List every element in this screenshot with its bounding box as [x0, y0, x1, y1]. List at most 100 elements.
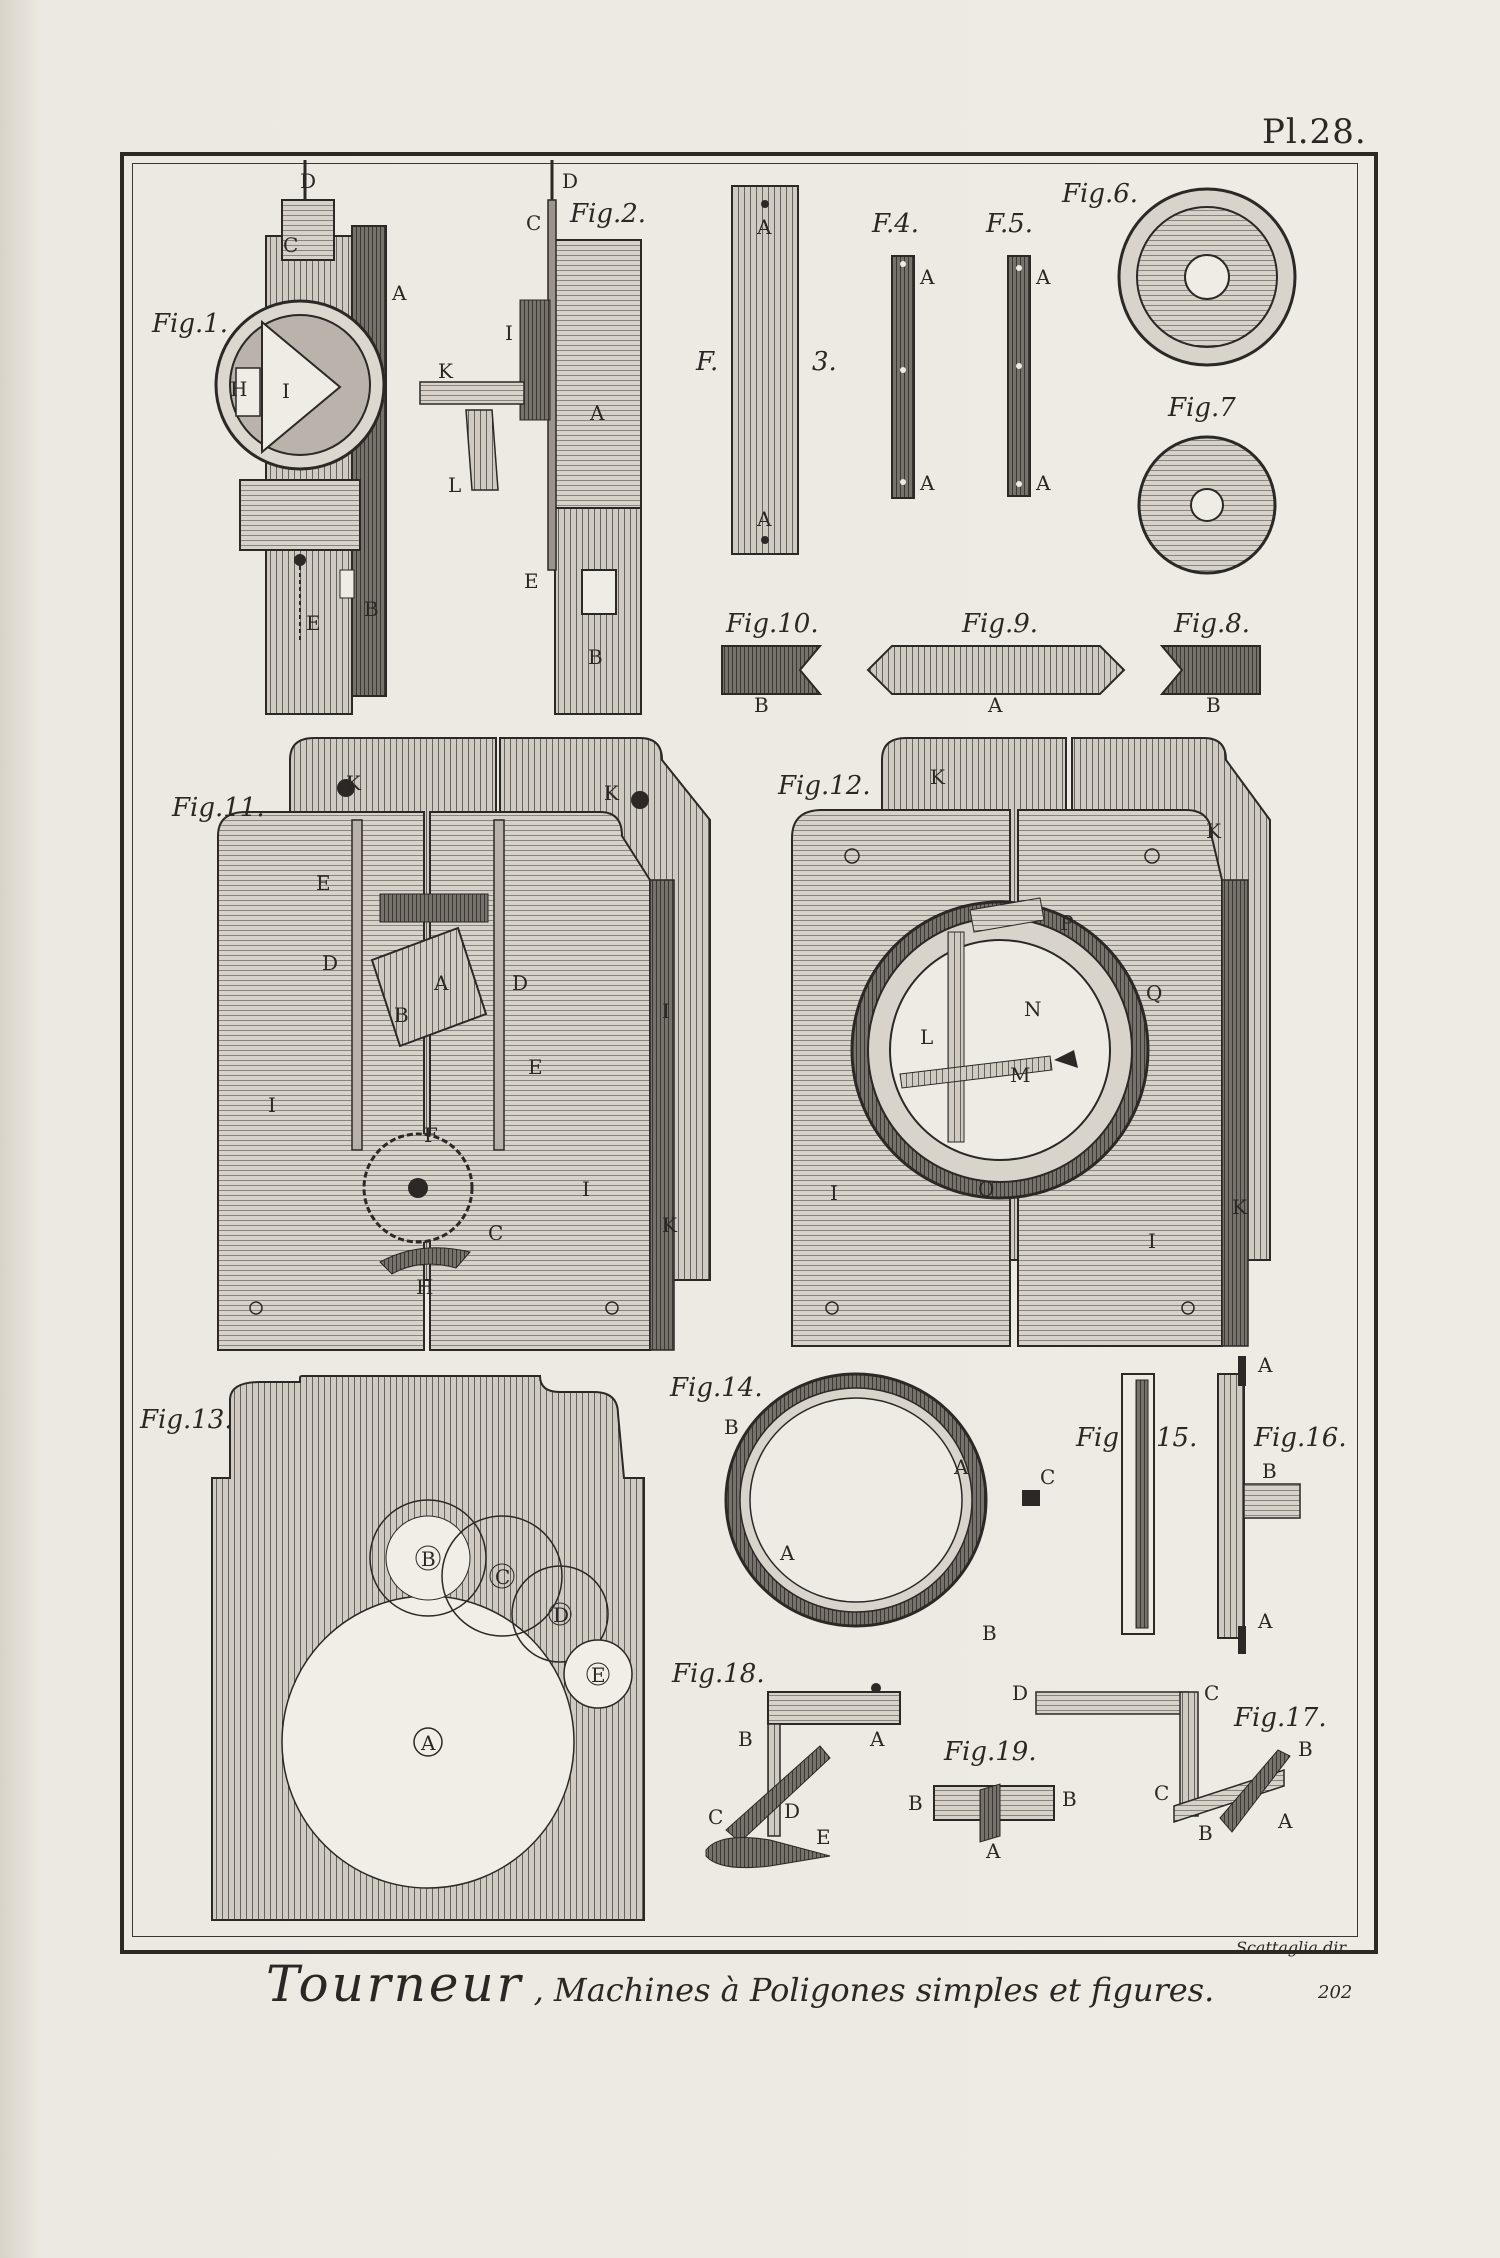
fig-17-letter-a: A [1277, 1809, 1293, 1833]
engraver-signature: Scattaglia dir. [1236, 1938, 1350, 1957]
fig-11-letter-e-right: E [528, 1055, 543, 1079]
plate-caption: Tourneur, Machines à Poligones simples e… [266, 1955, 1266, 2013]
fig-5-letter-a-bottom: A [1035, 471, 1051, 495]
fig-3-label-f: F. [695, 347, 718, 377]
fig-12-letter-i-left: I [830, 1181, 838, 1205]
figure-4 [891, 255, 915, 499]
fig-2-letter-d: D [562, 169, 578, 193]
page-number: 202 [1318, 1982, 1353, 2003]
fig-17-letter-c-bottom: C [1154, 1781, 1169, 1805]
fig-1-letter-b: B [364, 597, 379, 621]
fig-12-letter-l: L [920, 1025, 933, 1049]
fig-2-letter-e: E [524, 569, 539, 593]
fig-2-letter-l: L [448, 473, 461, 497]
fig-12-letter-m: M [1010, 1063, 1030, 1087]
fig-16-label: Fig.16. [1253, 1423, 1347, 1453]
figure-7 [1137, 435, 1277, 575]
fig-11-label: Fig.11. [171, 793, 265, 823]
fig-14-label: Fig.14. [669, 1373, 763, 1403]
fig-11-letter-k-right: K [604, 781, 620, 805]
fig-12-letter-q: Q [1146, 981, 1162, 1005]
fig-10-letter-b: B [754, 693, 769, 717]
fig-9-letter-a: A [987, 693, 1003, 717]
fig-2-letter-c: C [526, 211, 541, 235]
fig-14-letter-c: C [1040, 1465, 1055, 1489]
fig-1-letter-d: D [300, 169, 316, 193]
fig-11-letter-c: C [488, 1221, 503, 1245]
fig-1-letter-e: E [306, 611, 321, 635]
figure-15 [1121, 1373, 1155, 1635]
figure-9 [866, 645, 1126, 695]
fig-11-letter-k-left: K [346, 771, 362, 795]
fig-8-label: Fig.8. [1173, 609, 1250, 639]
fig-2-letter-b: B [588, 645, 603, 669]
fig-8-letter-b: B [1206, 693, 1221, 717]
fig-11-letter-a: A [433, 971, 449, 995]
fig-9-label: Fig.9. [961, 609, 1038, 639]
fig-13-letter-d: D [553, 1603, 569, 1627]
fig-11-letter-b: B [394, 1003, 409, 1027]
fig-3-letter-a-bottom: A [756, 507, 772, 531]
fig-1-letter-a: A [391, 281, 407, 305]
fig-13-letter-c: C [495, 1565, 510, 1589]
fig-12-letter-k-left: K [930, 765, 946, 789]
fig-3-letter-a-top: A [756, 215, 772, 239]
figure-16 [1217, 1356, 1301, 1654]
fig-2-label: Fig.2. [569, 199, 646, 229]
fig-6-label: Fig.6. [1061, 179, 1138, 209]
plate-number: Pl.28. [1262, 112, 1367, 152]
fig-11-letter-f: F [424, 1123, 438, 1147]
fig-1-label: Fig.1. [151, 309, 228, 339]
fig-14-letter-a-left: A [779, 1541, 795, 1565]
figure-12 [791, 737, 1271, 1347]
figure-6 [1117, 187, 1297, 367]
fig-11-letter-h: H [416, 1275, 433, 1299]
figure-1 [214, 160, 387, 715]
figure-18 [705, 1683, 901, 1869]
fig-2-letter-i: I [505, 321, 513, 345]
fig-15-label-number: 15. [1156, 1423, 1197, 1453]
fig-14-letter-a-right: A [953, 1455, 969, 1479]
fig-19-letter-a: A [985, 1839, 1001, 1863]
fig-16-letter-a-top: A [1257, 1353, 1273, 1377]
caption-title: Tourneur [266, 1955, 524, 2013]
figure-3 [731, 185, 799, 555]
fig-12-letter-o: O [978, 1177, 994, 1201]
fig-13-label: Fig.13. [139, 1405, 233, 1435]
fig-4-label: F.4. [871, 209, 919, 239]
fig-19-letter-b-left: B [908, 1791, 923, 1815]
figure-10 [721, 645, 823, 695]
fig-2-letter-k: K [438, 359, 454, 383]
fig-16-letter-b: B [1262, 1459, 1277, 1483]
fig-4-letter-a-top: A [919, 265, 935, 289]
fig-5-letter-a-top: A [1035, 265, 1051, 289]
fig-3-label-number: 3. [812, 347, 837, 377]
fig-12-letter-n: N [1024, 997, 1042, 1021]
fig-11-letter-i-left: I [268, 1093, 276, 1117]
fig-4-letter-a-bottom: A [919, 471, 935, 495]
fig-19-label: Fig.19. [943, 1737, 1037, 1767]
fig-17-letter-c-top: C [1204, 1681, 1219, 1705]
fig-12-label: Fig.12. [777, 771, 871, 801]
fig-11-letter-e-top: E [316, 871, 331, 895]
fig-5-label: F.5. [985, 209, 1033, 239]
fig-13-letter-e: E [591, 1663, 606, 1687]
fig-12-letter-p: P [1060, 911, 1073, 935]
fig-16-letter-a-bottom: A [1257, 1609, 1273, 1633]
fig-12-letter-k-right: K [1206, 819, 1222, 843]
fig-17-letter-d: D [1012, 1681, 1028, 1705]
fig-13-letter-b: B [421, 1547, 436, 1571]
fig-12-letter-i-right: I [1148, 1229, 1156, 1253]
figure-5 [1007, 255, 1031, 497]
figure-8 [1159, 645, 1261, 695]
fig-18-letter-e: E [816, 1825, 831, 1849]
fig-11-letter-d-right: D [512, 971, 528, 995]
fig-7-label: Fig.7 [1167, 393, 1236, 423]
figure-2 [419, 160, 642, 715]
fig-11-letter-i-mid: I [582, 1177, 590, 1201]
fig-1-letter-h: H [230, 377, 247, 401]
fig-18-letter-c: C [708, 1805, 723, 1829]
fig-12-letter-k-bottom: K [1232, 1195, 1248, 1219]
fig-10-label: Fig.10. [725, 609, 819, 639]
